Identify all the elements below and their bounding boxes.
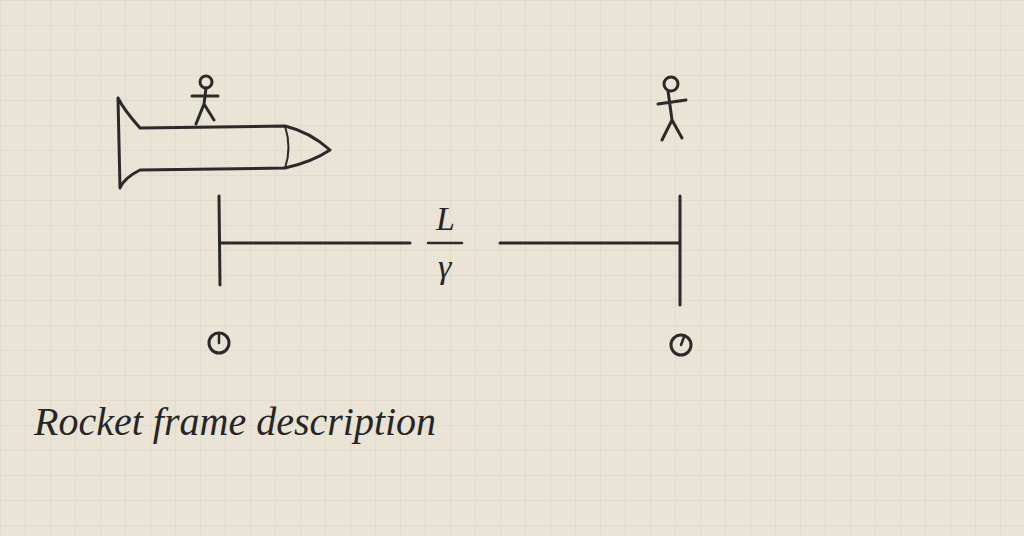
caption-text: Rocket frame description bbox=[34, 398, 436, 445]
clock-symbol bbox=[209, 333, 229, 353]
stick-figure bbox=[658, 77, 686, 140]
fraction-bar bbox=[428, 242, 462, 245]
dimension-line bbox=[219, 196, 680, 305]
stick-figure bbox=[192, 76, 218, 124]
clock-symbol bbox=[671, 335, 691, 355]
fraction-label: γ bbox=[438, 250, 451, 284]
fraction-label: L bbox=[436, 202, 455, 236]
rocket bbox=[118, 98, 330, 188]
